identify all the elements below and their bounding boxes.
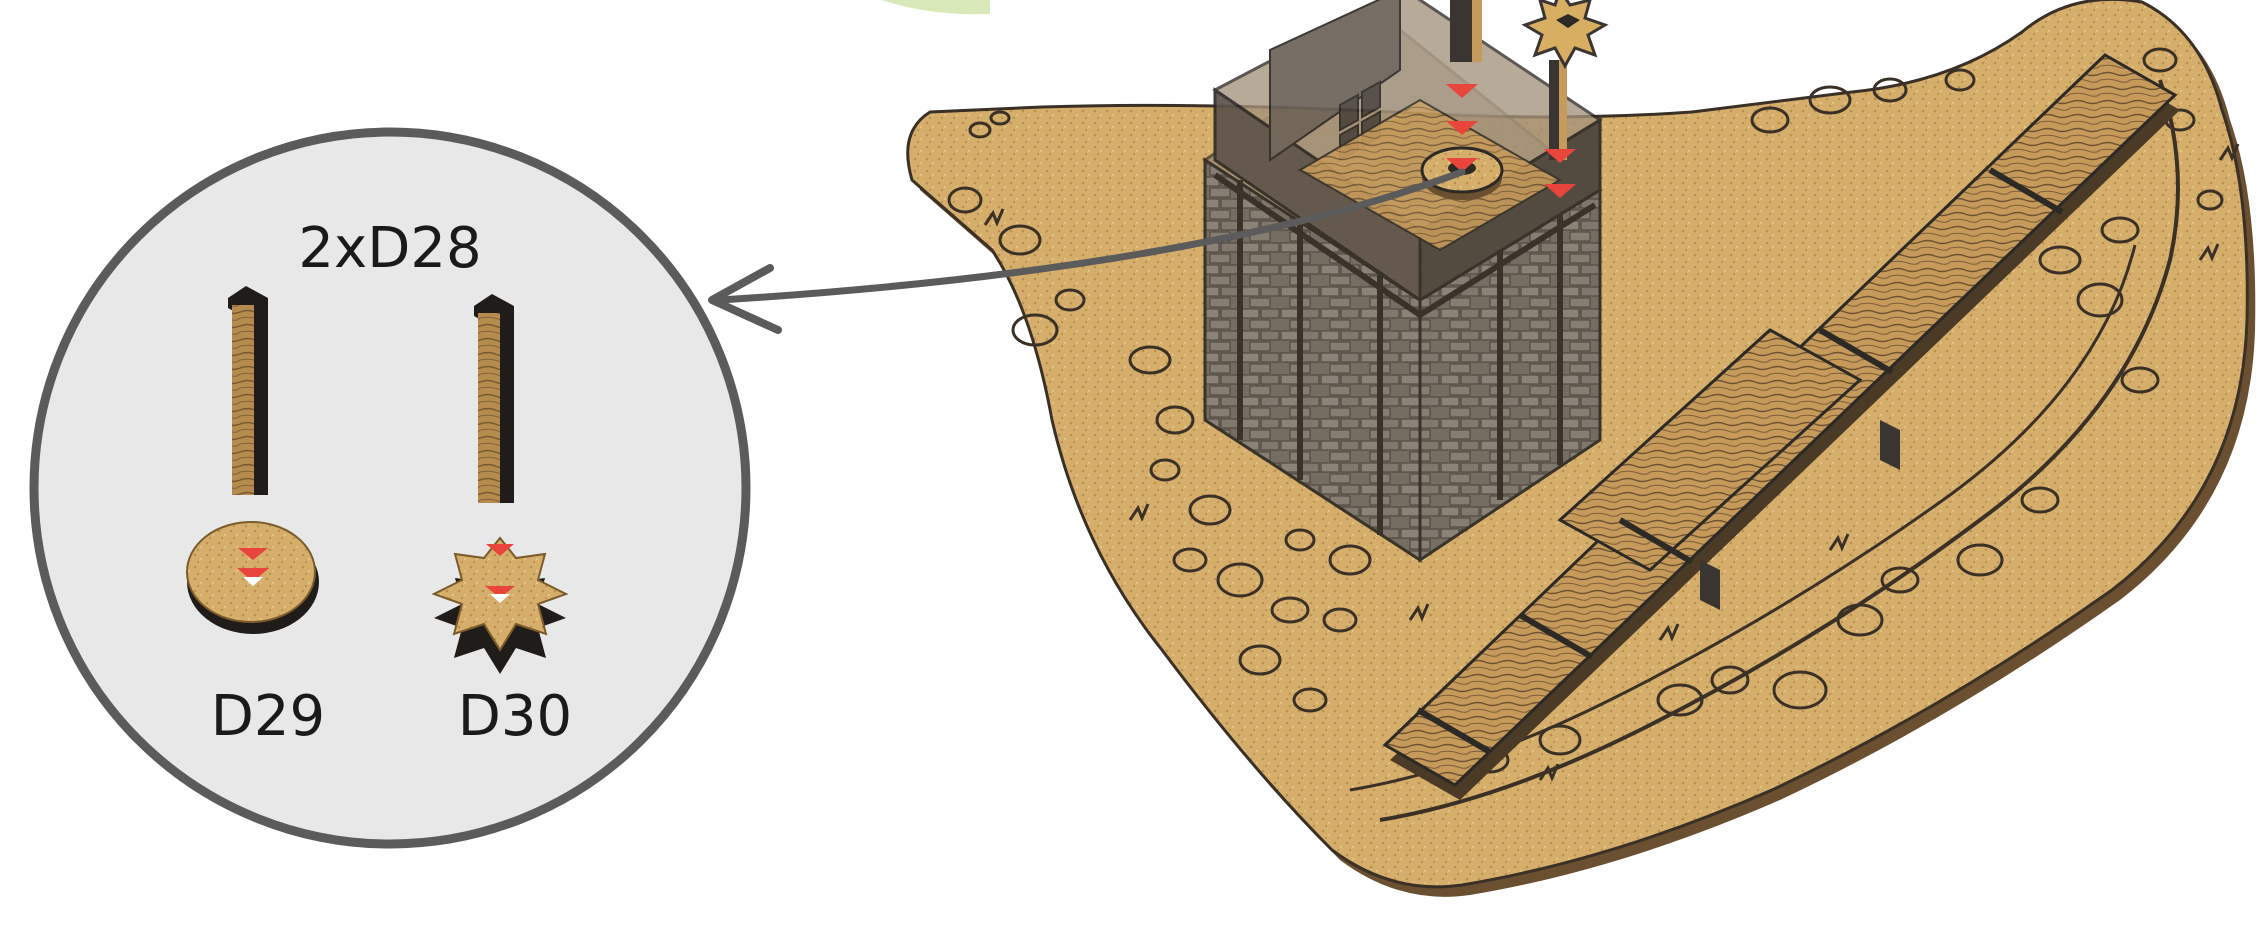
callout-title: 2xD28	[298, 216, 481, 281]
grass-tufts	[983, 143, 2240, 782]
house-structure	[1202, 0, 1603, 563]
callout-arrow	[716, 168, 1466, 304]
house-star-gear	[1521, 0, 1609, 70]
part-label-d29: D29	[211, 684, 325, 749]
round-disc-icon	[186, 521, 319, 634]
wooden-ramp	[1382, 53, 2180, 800]
peg-icon	[474, 294, 514, 503]
house-peg-left	[1450, 0, 1482, 62]
parts-callout: 2xD28	[29, 127, 751, 849]
arrow-marker-icon	[1446, 84, 1576, 198]
star-gear-icon	[431, 536, 569, 674]
callout-arrowhead	[708, 264, 782, 334]
part-label-d30: D30	[458, 684, 572, 749]
peg-icon	[228, 286, 268, 495]
green-accent-shape	[880, 0, 990, 15]
terrain-stones	[947, 47, 2224, 774]
house-peg-right	[1549, 60, 1567, 160]
